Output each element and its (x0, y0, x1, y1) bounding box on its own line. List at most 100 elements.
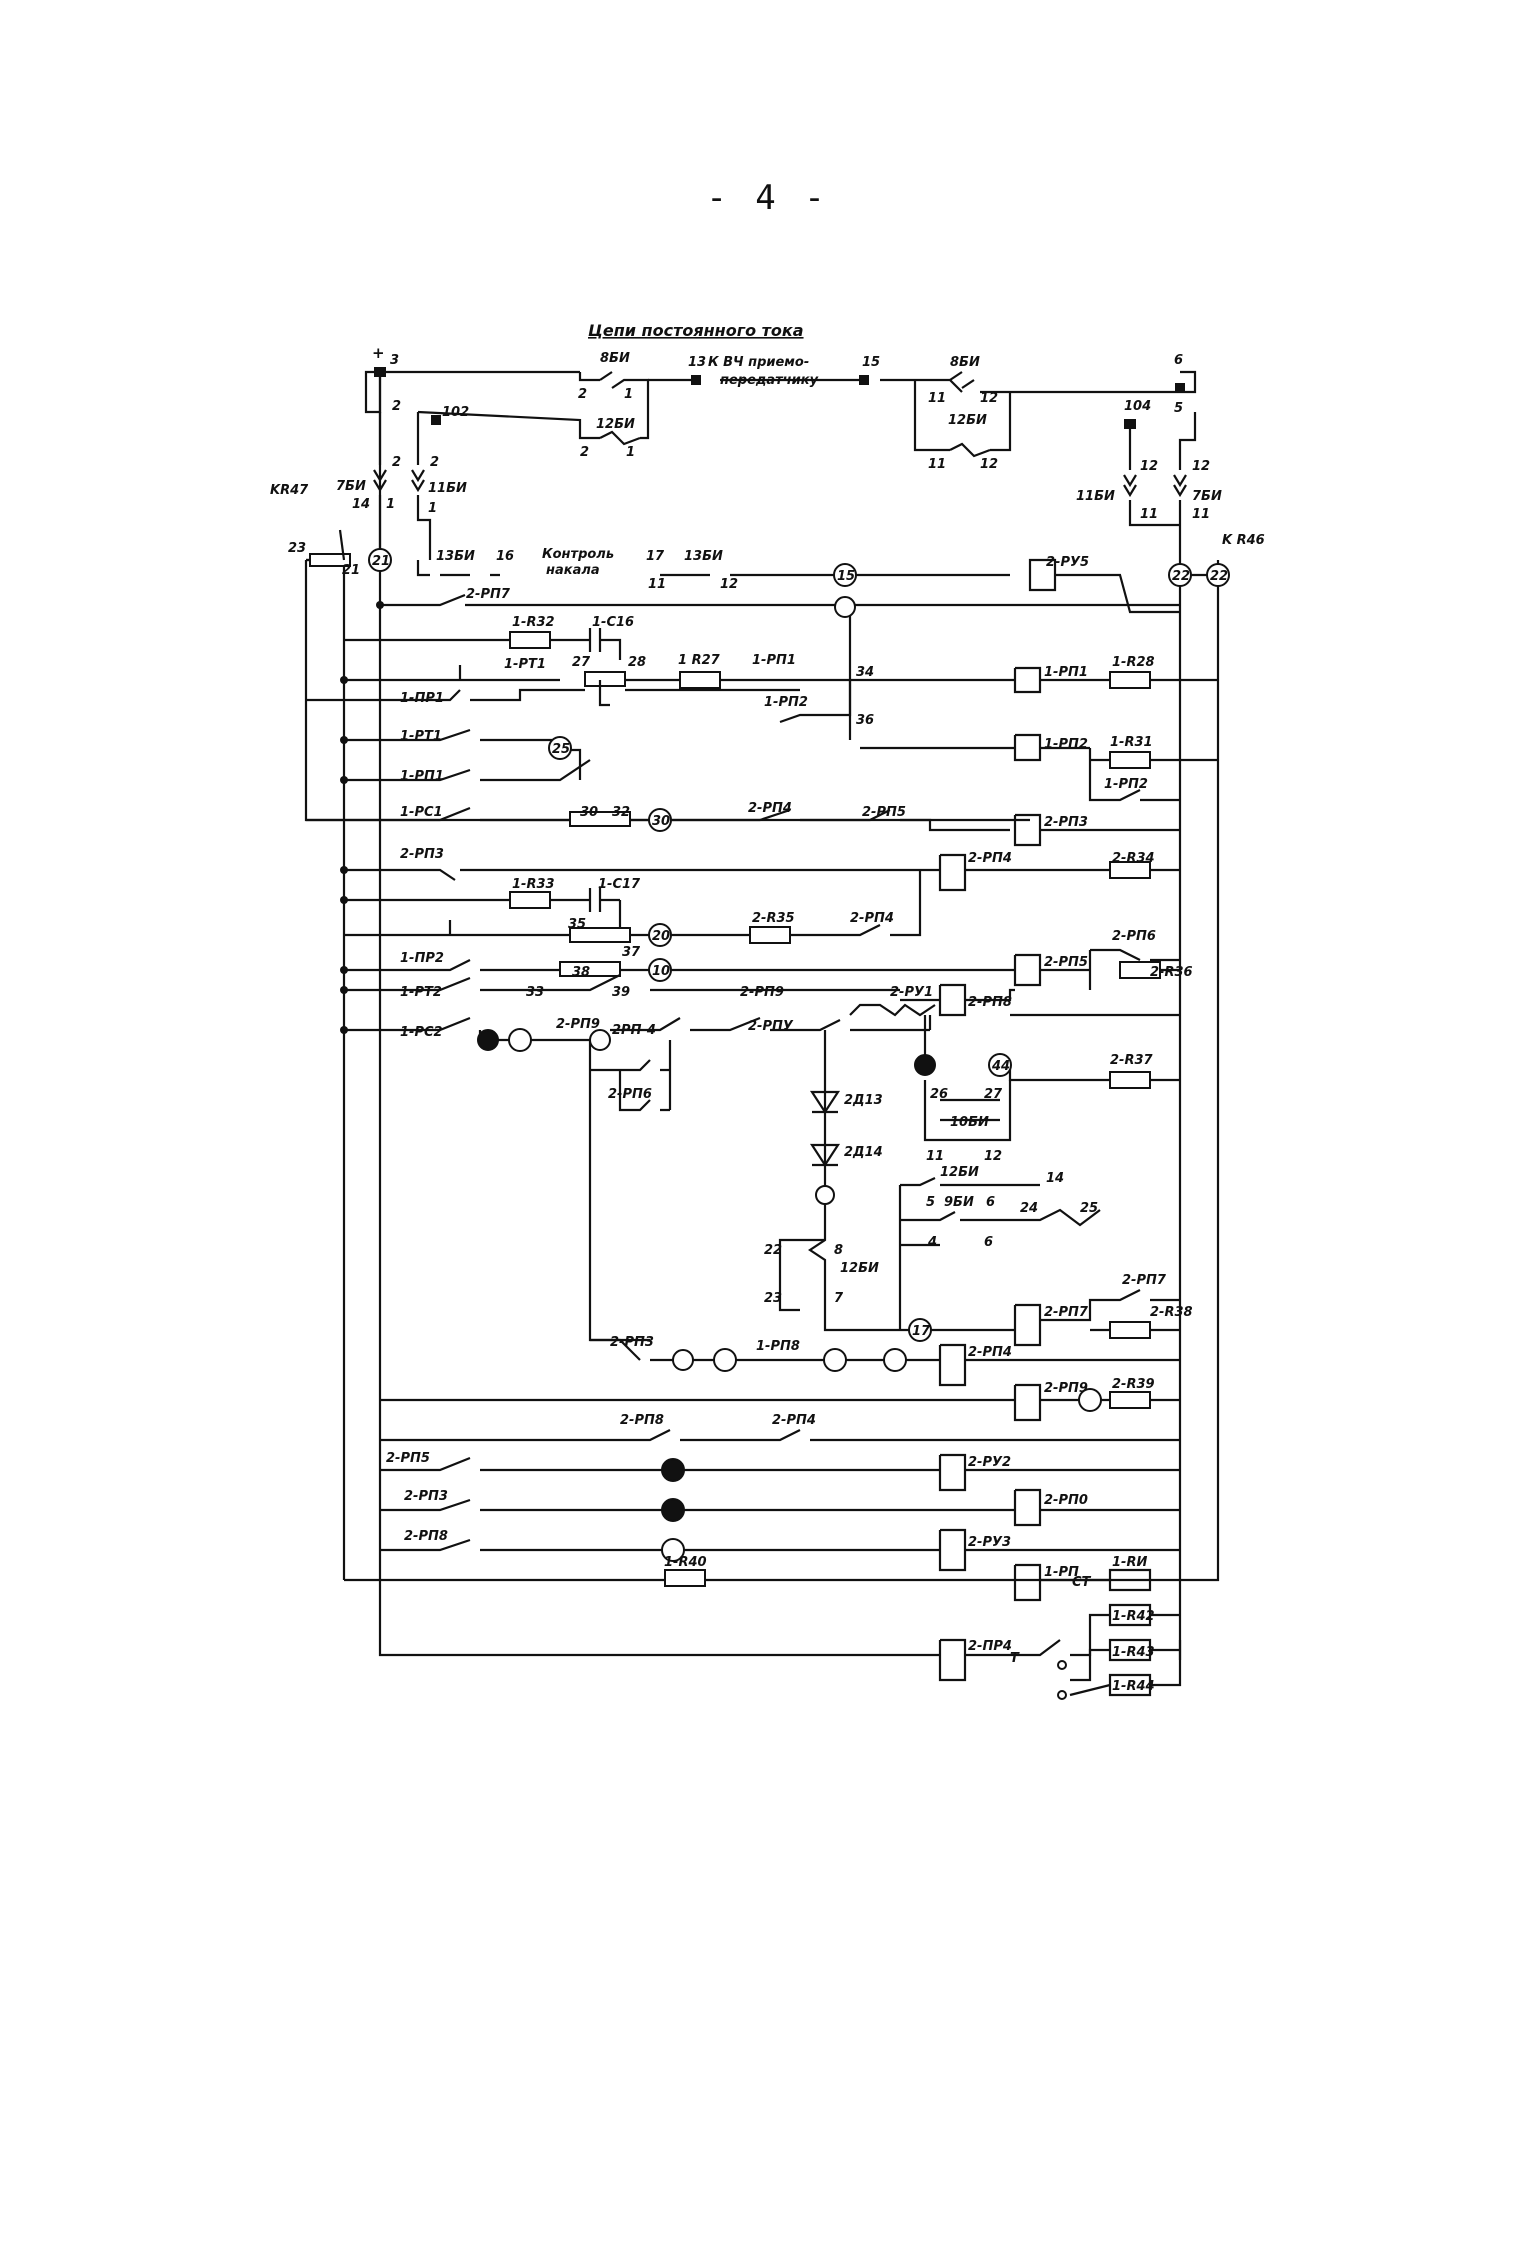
svg-text:3: 3 (390, 353, 399, 368)
svg-text:2-РП5: 2-РП5 (862, 805, 906, 820)
svg-text:30: 30 (652, 814, 670, 829)
svg-text:2-РП3: 2-РП3 (400, 847, 444, 862)
svg-text:1-РП2: 1-РП2 (1044, 737, 1088, 752)
svg-text:2: 2 (392, 399, 401, 414)
svg-text:1-R44: 1-R44 (1112, 1679, 1155, 1694)
svg-text:23: 23 (764, 1291, 782, 1306)
lower-rows (378, 1289, 1182, 1697)
svg-text:2-РП3: 2-РП3 (610, 1335, 654, 1350)
left-switch-kr47 (306, 529, 351, 567)
svg-text:1-R28: 1-R28 (1112, 655, 1155, 670)
svg-text:9БИ: 9БИ (944, 1195, 974, 1210)
svg-text:1-РП8: 1-РП8 (756, 1339, 800, 1354)
svg-text:2-РП0: 2-РП0 (1044, 1493, 1088, 1508)
svg-text:11: 11 (1140, 507, 1158, 522)
svg-text:27: 27 (984, 1087, 1003, 1102)
svg-text:накала: накала (546, 563, 600, 578)
svg-text:1-С16: 1-С16 (592, 615, 634, 630)
svg-text:2: 2 (580, 445, 589, 460)
svg-text:12БИ: 12БИ (940, 1165, 979, 1180)
svg-text:13БИ: 13БИ (436, 549, 475, 564)
svg-text:25: 25 (552, 742, 570, 757)
svg-text:передатчику: передатчику (720, 373, 819, 388)
svg-text:1-РП1: 1-РП1 (752, 653, 796, 668)
svg-text:2-РП4: 2-РП4 (968, 851, 1012, 866)
svg-text:2-РП8: 2-РП8 (620, 1413, 664, 1428)
diode-chain (778, 1030, 910, 1332)
svg-text:11: 11 (928, 457, 946, 472)
svg-text:10БИ: 10БИ (950, 1115, 989, 1130)
svg-text:11: 11 (648, 577, 666, 592)
svg-text:12БИ: 12БИ (948, 413, 987, 428)
svg-text:38: 38 (572, 965, 590, 980)
rows-pr2-rt2-rs2 (344, 948, 1180, 1342)
svg-text:К ВЧ приемо-: К ВЧ приемо- (708, 355, 809, 370)
svg-text:28: 28 (628, 655, 646, 670)
svg-text:8: 8 (834, 1243, 843, 1258)
svg-text:22: 22 (1210, 569, 1228, 584)
svg-text:12БИ: 12БИ (596, 417, 635, 432)
svg-text:12: 12 (720, 577, 738, 592)
svg-text:15: 15 (862, 355, 880, 370)
top-contacts (373, 367, 1187, 498)
svg-text:2-РП6: 2-РП6 (608, 1087, 652, 1102)
svg-text:2-РП4: 2-РП4 (748, 801, 792, 816)
svg-text:17: 17 (646, 549, 665, 564)
svg-text:2-РП5: 2-РП5 (386, 1451, 430, 1466)
svg-text:11: 11 (1192, 507, 1210, 522)
svg-text:1-RИ: 1-RИ (1112, 1555, 1147, 1570)
svg-text:6: 6 (984, 1235, 993, 1250)
svg-text:2: 2 (430, 455, 439, 470)
svg-text:2: 2 (392, 455, 401, 470)
svg-text:27: 27 (572, 655, 591, 670)
svg-text:24: 24 (1020, 1201, 1038, 1216)
svg-text:11БИ: 11БИ (428, 481, 467, 496)
svg-text:12: 12 (980, 391, 998, 406)
svg-text:102: 102 (442, 405, 469, 420)
svg-text:1-РП: 1-РП (1044, 1565, 1079, 1580)
svg-text:7БИ: 7БИ (1192, 489, 1222, 504)
svg-text:13: 13 (688, 355, 706, 370)
svg-text:2-РП9: 2-РП9 (556, 1017, 600, 1032)
diagram-labels: + 3 2 102 2 2 KR47 7БИ 11БИ 14 1 1 8БИ 2… (270, 344, 1265, 1694)
svg-text:15: 15 (837, 569, 855, 584)
right-block-10bi-9bi (898, 1015, 1180, 1330)
svg-text:1-РТ2: 1-РТ2 (400, 985, 442, 1000)
svg-text:2-РП9: 2-РП9 (1044, 1381, 1088, 1396)
svg-text:2-РП9: 2-РП9 (740, 985, 784, 1000)
svg-text:1: 1 (626, 445, 635, 460)
svg-text:2-РП7: 2-РП7 (1044, 1305, 1089, 1320)
svg-text:2-РП4: 2-РП4 (968, 1345, 1012, 1360)
svg-text:25: 25 (1080, 1201, 1098, 1216)
svg-text:1-R42: 1-R42 (1112, 1609, 1155, 1624)
svg-text:30: 30 (580, 805, 598, 820)
svg-text:34: 34 (856, 665, 874, 680)
node-markers (340, 548, 1230, 1700)
svg-text:1-R32: 1-R32 (512, 615, 555, 630)
svg-text:26: 26 (930, 1087, 948, 1102)
svg-text:44: 44 (991, 1059, 1010, 1074)
svg-text:2РП-4: 2РП-4 (612, 1023, 656, 1038)
svg-text:32: 32 (612, 805, 630, 820)
svg-text:10: 10 (652, 964, 670, 979)
svg-text:1-РП1: 1-РП1 (400, 769, 444, 784)
svg-text:37: 37 (622, 945, 641, 960)
svg-text:2Д14: 2Д14 (844, 1145, 883, 1160)
svg-text:5: 5 (926, 1195, 935, 1210)
svg-text:1-ПР1: 1-ПР1 (400, 691, 444, 706)
svg-text:+: + (372, 344, 385, 362)
svg-text:1-ПР2: 1-ПР2 (400, 951, 444, 966)
svg-text:12: 12 (980, 457, 998, 472)
svg-text:6: 6 (1174, 353, 1183, 368)
svg-text:11БИ: 11БИ (1076, 489, 1115, 504)
diagram-title: Цепи постоянного тока (588, 321, 804, 340)
svg-text:2-R36: 2-R36 (1150, 965, 1193, 980)
svg-text:1-РС1: 1-РС1 (400, 805, 443, 820)
svg-text:7БИ: 7БИ (336, 479, 366, 494)
svg-text:12: 12 (984, 1149, 1002, 1164)
svg-text:35: 35 (568, 917, 586, 932)
svg-text:5: 5 (1174, 401, 1183, 416)
svg-text:2-ПР4: 2-ПР4 (968, 1639, 1012, 1654)
svg-text:21: 21 (342, 563, 360, 578)
